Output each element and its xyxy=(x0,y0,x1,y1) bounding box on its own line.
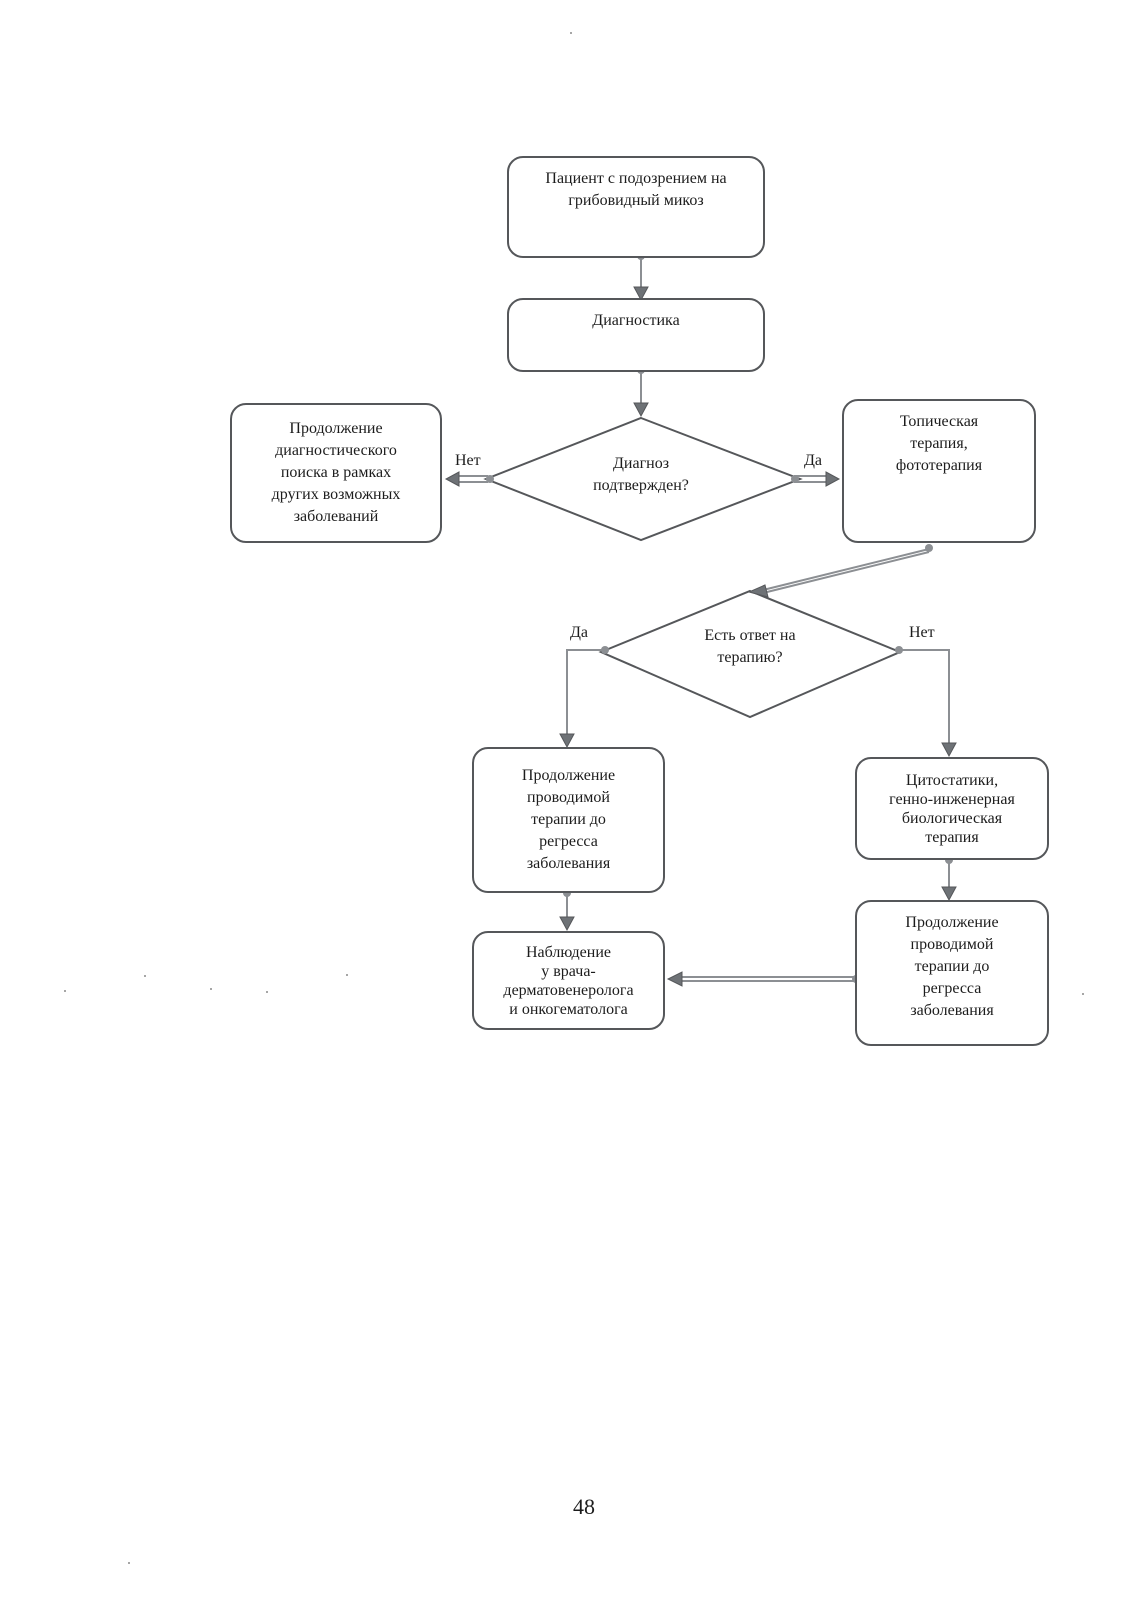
node-diagnostics: Диагностика xyxy=(507,298,765,372)
arrowhead xyxy=(666,971,683,987)
arrowhead xyxy=(941,742,957,758)
arrowhead xyxy=(747,584,769,598)
connection-dot xyxy=(601,646,609,654)
decision-response-label: Есть ответ на терапию? xyxy=(704,627,796,666)
node-continue-therapy-right: Продолжение проводимой терапии до регрес… xyxy=(855,900,1049,1046)
arrowhead xyxy=(559,916,575,932)
decision-diagnosis-label: Диагноз подтвержден? xyxy=(593,455,689,494)
connection-dot xyxy=(895,646,903,654)
node-topical-therapy: Топическая терапия, фототерапия xyxy=(842,399,1036,543)
decision-diamond-response xyxy=(598,589,903,719)
node-continue-search: Продолжение диагностического поиска в ра… xyxy=(230,403,442,543)
edge-label-diagnosis-yes: Да xyxy=(804,452,823,469)
scan-speck xyxy=(266,991,268,993)
node-start: Пациент с подозрением на грибовидный мик… xyxy=(507,156,765,258)
node-continue-search-label: Продолжение диагностического поиска в ра… xyxy=(271,420,401,525)
scan-speck xyxy=(570,32,572,34)
node-diagnostics-label: Диагностика xyxy=(592,312,680,329)
scan-speck xyxy=(64,990,66,992)
edge-label-response-no: Нет xyxy=(909,624,935,641)
arrowhead xyxy=(633,402,649,418)
arrowhead xyxy=(825,471,841,487)
connection-dot xyxy=(925,544,933,552)
node-continue-therapy-left: Продолжение проводимой терапии до регрес… xyxy=(472,747,665,893)
scan-speck xyxy=(346,974,348,976)
node-cytostatics-label: Цитостатики, генно-инженерная биологичес… xyxy=(889,771,1015,846)
page-number: 48 xyxy=(573,1494,595,1519)
connector-response-no xyxy=(900,649,950,744)
node-observation-label: Наблюдение у врача- дерматовенеролога и … xyxy=(503,943,634,1018)
node-start-label: Пациент с подозрением на грибовидный мик… xyxy=(545,170,727,209)
node-topical-therapy-label: Топическая терапия, фототерапия xyxy=(895,413,983,474)
edge-label-response-yes: Да xyxy=(570,624,589,641)
scan-speck xyxy=(144,975,146,977)
connection-dot xyxy=(791,475,799,483)
scan-speck xyxy=(128,1562,130,1564)
edge-label-diagnosis-no: Нет xyxy=(455,452,481,469)
node-continue-therapy-right-label: Продолжение проводимой терапии до регрес… xyxy=(905,914,999,1019)
arrowhead xyxy=(444,471,460,487)
connector-response-yes xyxy=(566,649,605,734)
arrowhead xyxy=(559,733,575,749)
scan-speck xyxy=(210,988,212,990)
connection-dot xyxy=(486,475,494,483)
node-observation: Наблюдение у врача- дерматовенеролога и … xyxy=(472,931,665,1030)
decision-diamond-diagnosis xyxy=(483,416,803,542)
connector-topical-response xyxy=(762,548,930,591)
arrowhead xyxy=(941,886,957,902)
scan-speck xyxy=(1082,993,1084,995)
node-cytostatics: Цитостатики, генно-инженерная биологичес… xyxy=(855,757,1049,860)
arrowhead xyxy=(633,286,649,302)
node-continue-therapy-left-label: Продолжение проводимой терапии до регрес… xyxy=(521,767,616,872)
